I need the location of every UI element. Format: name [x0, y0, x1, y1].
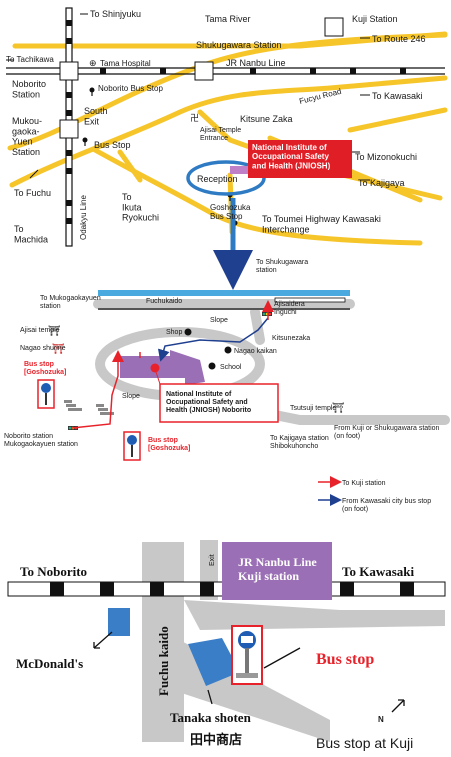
- label-tsutsuji-temple: Tsutsuji temple: [290, 405, 336, 412]
- jniosh-location-dot: [150, 363, 160, 373]
- label-tanaka-shoten: Tanaka shoten: [170, 710, 252, 725]
- label-bus-stop-goshozuka-bottom: Bus stop[Goshozuka]: [148, 437, 190, 452]
- jniosh-building: [120, 350, 205, 385]
- label-fuchukaido: Fuchukaido: [146, 298, 182, 305]
- stairs: [64, 400, 114, 415]
- red-route: [71, 350, 124, 429]
- label-slope-top: Slope: [210, 317, 228, 324]
- label-fuchu-kaido: Fuchu kaido: [156, 626, 171, 696]
- jr-nanbu-track: [6, 67, 445, 75]
- school-marker: [208, 362, 216, 370]
- label-to-route-246: To Route 246: [372, 34, 426, 44]
- label-to-fuchu: To Fuchu: [14, 188, 51, 198]
- direction-arrows: [6, 13, 370, 181]
- route-legend: To Kuji station From Kawasaki city bus s…: [318, 476, 431, 513]
- label-tanaka-jp: 田中商店: [190, 732, 242, 747]
- noborito-station-box: [59, 61, 79, 81]
- label-to-shinjyuku: To Shinjyuku: [90, 9, 141, 19]
- jniosh-detail-box: [159, 383, 279, 423]
- kuji-station-box: [324, 17, 344, 37]
- shrine-gate-icon: ⛩: [52, 343, 65, 355]
- hospital-icon: ⊕: [89, 58, 97, 68]
- nagao-kaikan-marker: [224, 346, 232, 354]
- shop-marker: [184, 328, 192, 336]
- bus-stop-icon: [37, 379, 55, 409]
- label-to-tachikawa: To Tachikawa: [6, 55, 54, 64]
- mukougaoka-station-box: [59, 119, 79, 139]
- kuji-pointer-arrows: [93, 631, 405, 713]
- legend-red-label: To Kuji station: [342, 480, 386, 487]
- mcdonalds-building: [108, 608, 130, 636]
- label-from-kuji: From Kuji or Shukugawara station(on foot…: [334, 425, 440, 440]
- label-bus-stop-goshozuka-left: Bus stop[Goshozuka]: [24, 361, 66, 376]
- label-nagao-shurine: Nagao shurine: [20, 345, 66, 352]
- label-tama-hospital: Tama Hospital: [100, 59, 151, 68]
- label-to-kawasaki: To Kawasaki: [342, 564, 415, 579]
- temple-icon: ⛩: [48, 325, 61, 337]
- label-ajisai-temple: Ajisai temple: [20, 327, 60, 334]
- label-kitsune-zaka: Kitsune Zaka: [240, 114, 293, 124]
- overview-map: ⊕ 卍 To Shinjyuku Tama River Kuji Station…: [6, 7, 448, 290]
- label-reception: Reception: [197, 174, 238, 184]
- map-caption: Bus stop at Kuji: [316, 735, 413, 751]
- label-kuji-station: Kuji Station: [352, 14, 398, 24]
- detail-rail: [274, 297, 346, 303]
- bus-stop-icon: [231, 625, 263, 685]
- label-exit: Exit: [209, 554, 216, 566]
- label-jr-nanbu-line: JR Nanbu Line: [226, 58, 286, 68]
- label-bus-stop: Bus Stop: [94, 140, 131, 150]
- label-to-mizonokuchi: To Mizonokuchi: [355, 152, 417, 162]
- label-shop: Shop: [166, 329, 182, 336]
- bus-stop-icon: [89, 87, 95, 96]
- label-to-kajigaya: To Kajigaya: [358, 178, 405, 188]
- label-tama-river: Tama River: [205, 14, 251, 24]
- label-kitsunezaka: Kitsunezaka: [272, 335, 310, 342]
- bus-stop-icon: [82, 137, 88, 146]
- label-noborito-bus-stop: Noborito Bus Stop: [98, 84, 163, 93]
- label-to-noborito: To Noborito: [20, 564, 87, 579]
- label-bus-stop: Bus stop: [316, 651, 374, 668]
- legend-blue-label: From Kawasaki city bus stop(on foot): [342, 498, 431, 513]
- bus-stop-icon: [123, 431, 141, 461]
- traffic-light-icon: [262, 312, 272, 316]
- label-nagao-kaikan: Nagao kaikan: [234, 348, 277, 355]
- temple-icon: 卍: [190, 113, 199, 123]
- shukugawara-station-box: [194, 61, 214, 81]
- temple-icon: ⛩: [332, 402, 345, 414]
- label-odakyu-line: Odakyu Line: [79, 195, 88, 240]
- label-school: School: [220, 364, 242, 371]
- label-to-kawasaki: To Kawasaki: [372, 91, 423, 101]
- river-band: [98, 290, 350, 296]
- jniosh-label-box: [248, 140, 352, 178]
- blue-route: [157, 317, 269, 362]
- tanaka-shoten-building: [188, 638, 240, 686]
- kuji-station-building: [222, 542, 332, 600]
- label-slope-bottom: Slope: [122, 393, 140, 400]
- label-mcdonalds: McDonald's: [16, 656, 83, 671]
- label-shukugawara-station: Shukugawara Station: [196, 40, 282, 50]
- north-indicator: N: [378, 715, 384, 724]
